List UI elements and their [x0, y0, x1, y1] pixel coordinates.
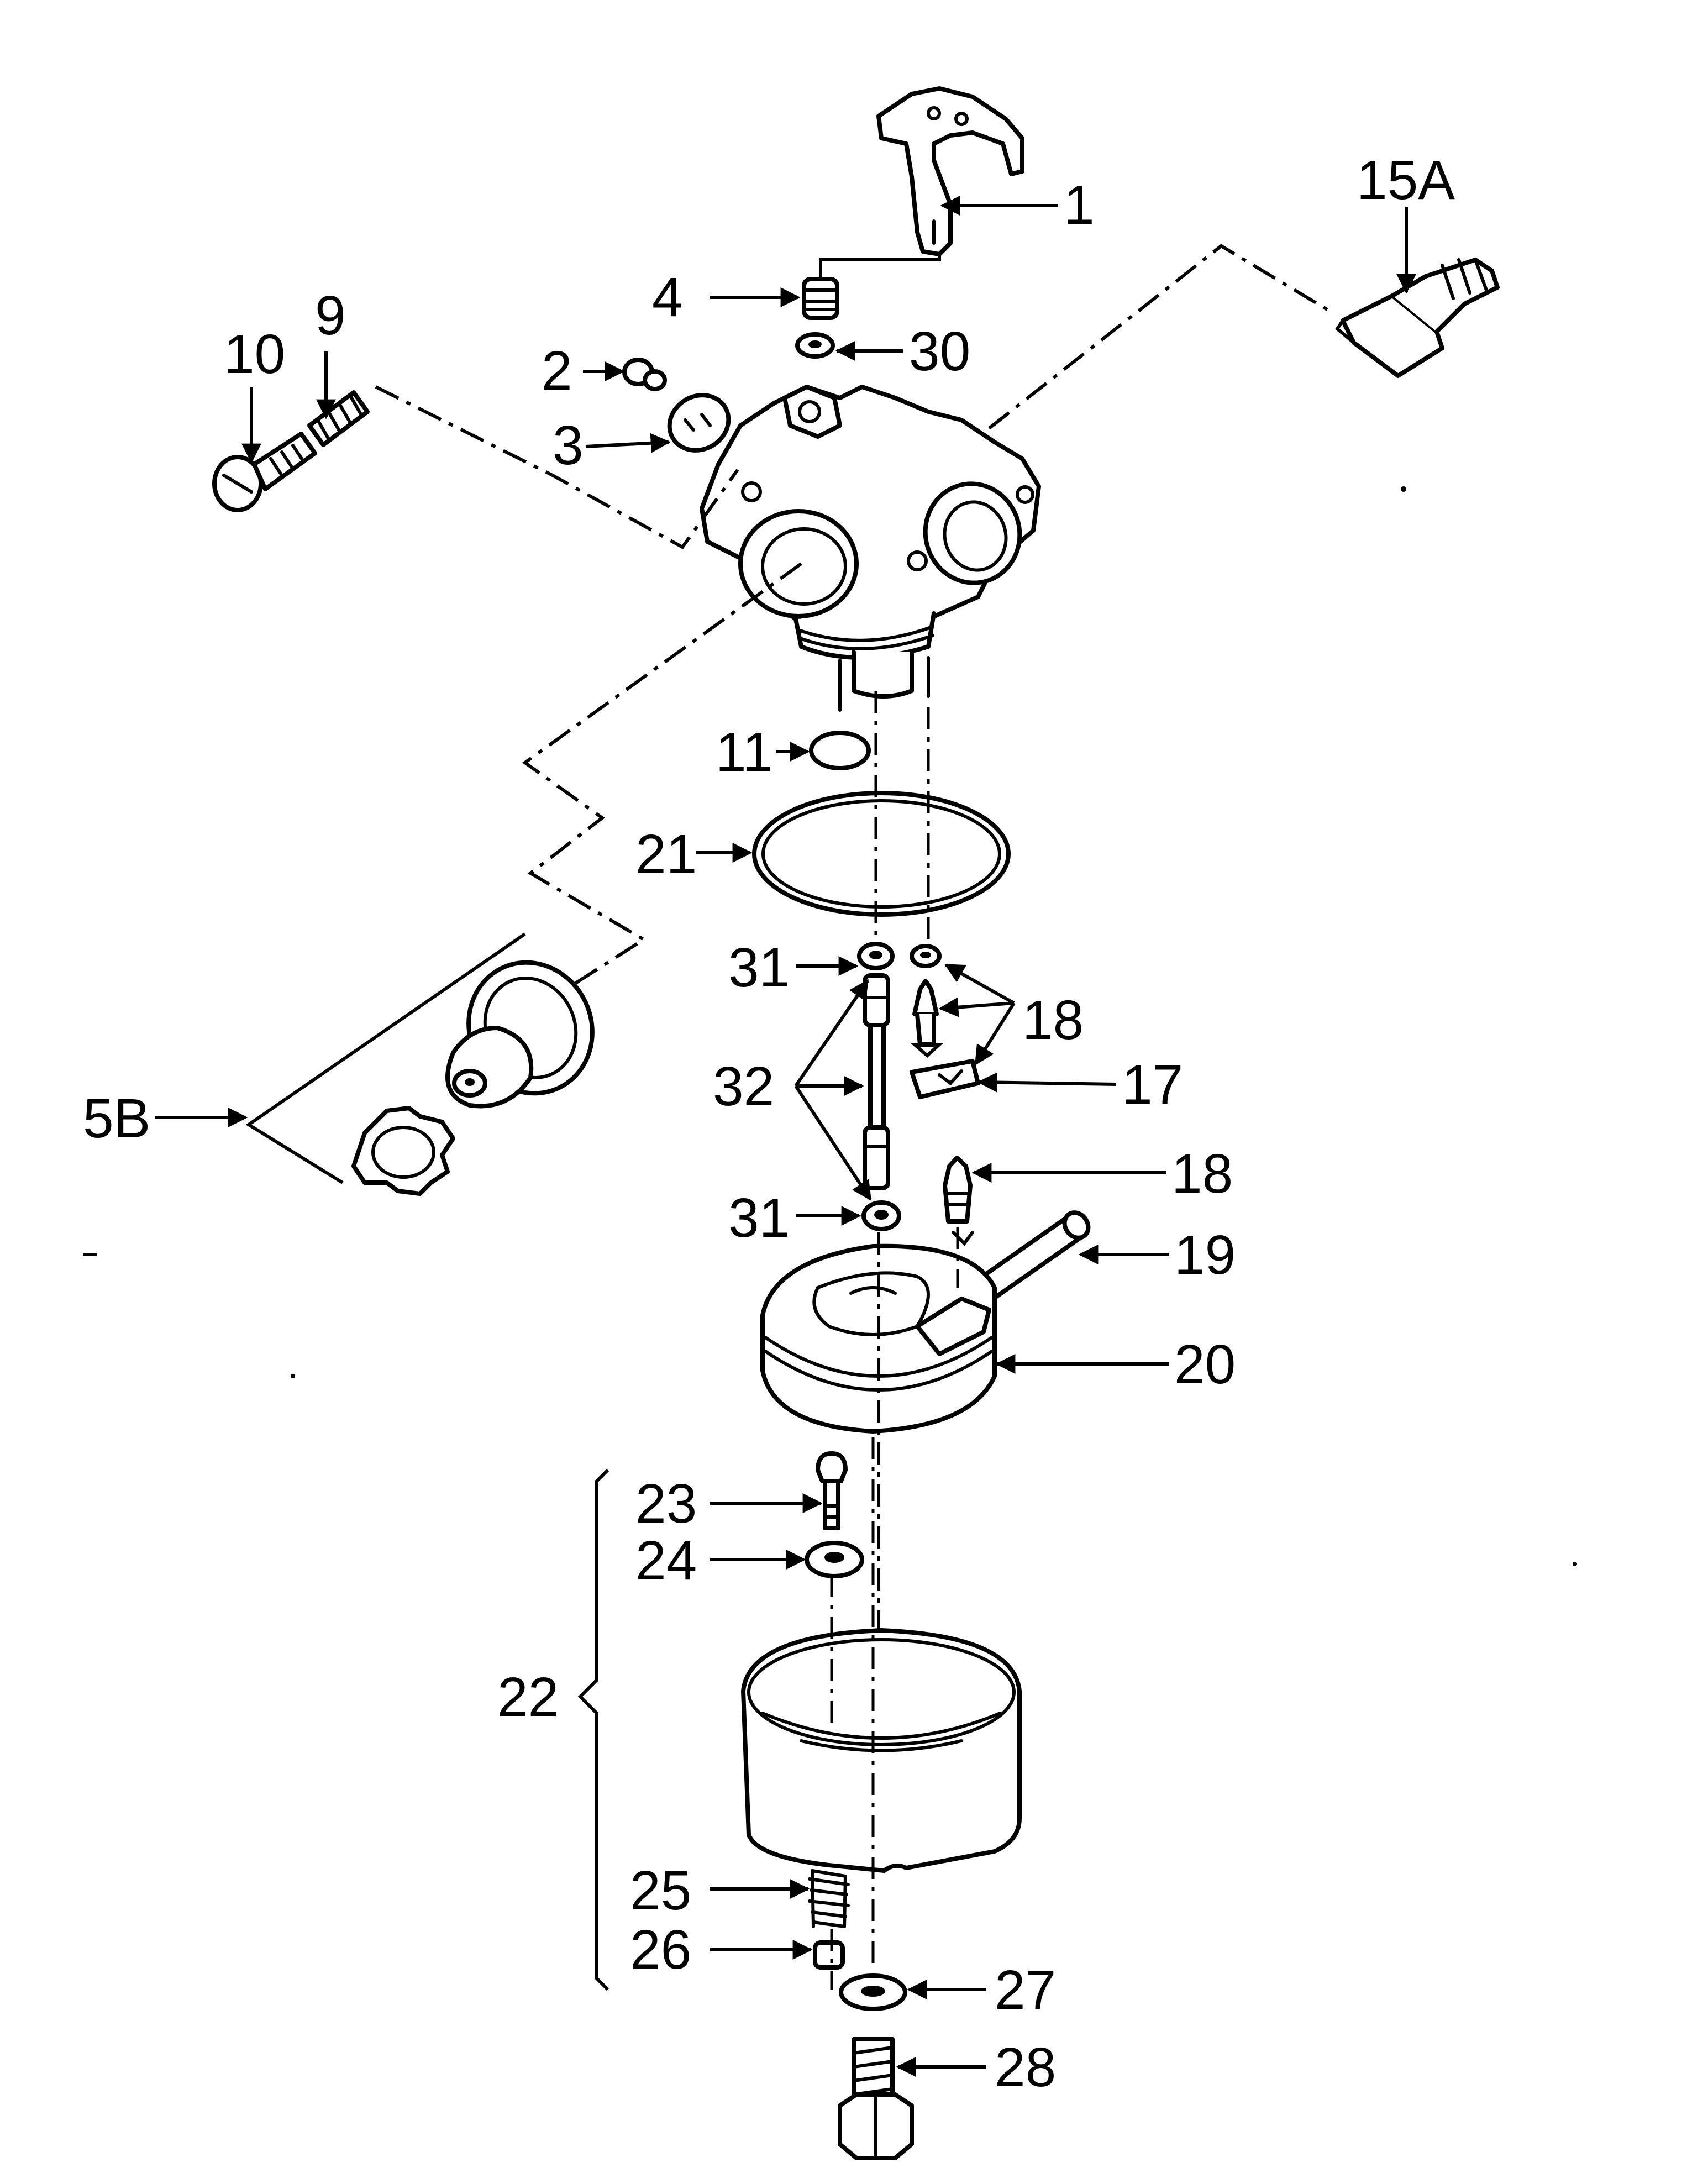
part-needle-18-bottom — [943, 1156, 974, 1246]
callout-3: 3 — [553, 414, 584, 476]
part-float-bowl-22 — [741, 1628, 1022, 1873]
callout-2: 2 — [542, 340, 572, 402]
callout-18-top: 18 — [1022, 989, 1084, 1051]
part-fuel-elbow-15a — [1335, 258, 1500, 378]
part-spring-25 — [808, 1869, 850, 1928]
callout-23: 23 — [635, 1473, 697, 1535]
brace-22 — [577, 1468, 609, 1991]
alignment-lines — [375, 244, 1333, 1990]
callout-22: 22 — [497, 1666, 559, 1728]
part-needle-washer-18 — [910, 944, 942, 968]
part-bowl-nut-28 — [838, 2037, 914, 2160]
part-throttle-plate-3 — [667, 393, 731, 453]
callout-31-top: 31 — [728, 937, 790, 999]
callout-30: 30 — [909, 321, 970, 382]
callout-leaders — [155, 196, 1416, 2077]
callout-27: 27 — [995, 1959, 1056, 2021]
scan-speck — [1573, 1562, 1577, 1566]
callout-labels: 1 15A 4 30 10 9 2 3 11 21 31 18 32 17 5B… — [83, 149, 1455, 2098]
callout-20: 20 — [1174, 1334, 1236, 1395]
callout-4: 4 — [652, 266, 683, 328]
callout-15a: 15A — [1357, 149, 1455, 211]
callout-11: 11 — [716, 721, 773, 783]
bracket-5b — [245, 932, 526, 1184]
callout-25: 25 — [630, 1860, 691, 1922]
callout-24: 24 — [635, 1530, 697, 1592]
part-carburetor-body — [700, 385, 1041, 712]
part-washer-24 — [805, 1541, 864, 1578]
part-emulsion-tube-32 — [863, 973, 890, 1190]
callout-10: 10 — [224, 323, 285, 385]
callout-5b: 5B — [83, 1088, 150, 1150]
part-jet-26 — [813, 1940, 845, 1970]
part-plug-11 — [809, 731, 871, 770]
callout-17: 17 — [1122, 1054, 1183, 1116]
callout-9: 9 — [315, 285, 346, 347]
part-idle-screw-10 — [212, 432, 317, 512]
part-bolt-23 — [816, 1451, 848, 1530]
scan-speck — [1401, 486, 1406, 492]
part-throttle-bracket — [819, 86, 1024, 281]
part-primer-assembly-5b — [351, 960, 595, 1196]
callout-26: 26 — [630, 1919, 691, 1981]
callout-32: 32 — [713, 1056, 774, 1117]
part-idle-spring-9 — [307, 390, 370, 447]
part-gasket-ring-21 — [752, 791, 1011, 917]
callout-28: 28 — [995, 2036, 1056, 2098]
callout-21: 21 — [635, 823, 697, 885]
scan-speck — [291, 1374, 295, 1378]
callout-18-bottom: 18 — [1171, 1143, 1233, 1205]
part-spring-4 — [802, 277, 839, 320]
part-washer-27 — [839, 1973, 907, 2011]
part-washer-31-bottom — [861, 1200, 901, 1231]
part-float-20 — [760, 1243, 997, 1434]
callout-31-bottom: 31 — [728, 1187, 790, 1249]
part-screw-2 — [622, 358, 667, 391]
part-washer-31-top — [857, 942, 895, 970]
callout-1: 1 — [1064, 174, 1095, 236]
callout-19: 19 — [1174, 1224, 1236, 1286]
part-washer-30 — [795, 332, 835, 359]
part-needle-18-top — [910, 979, 944, 1058]
part-clip-17 — [910, 1059, 980, 1099]
